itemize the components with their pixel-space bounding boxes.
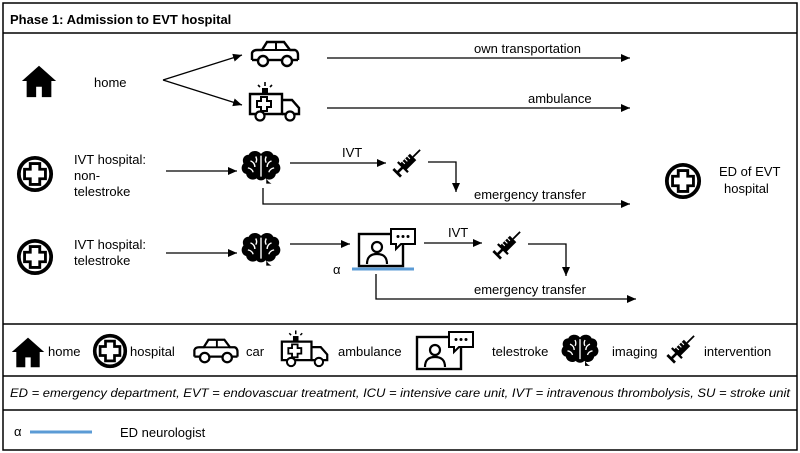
legend-hospital-label: hospital: [130, 344, 175, 359]
node-ivt-tele-line2: telestroke: [74, 253, 130, 268]
edge-ivt-1-label: IVT: [342, 145, 362, 160]
footer-alpha-symbol: α: [14, 424, 22, 439]
arrow-home-to-car: [162, 53, 243, 81]
node-ed-evt-line1: ED of EVT: [719, 164, 780, 179]
syringe-icon: [664, 330, 700, 366]
legend-home-label: home: [48, 344, 81, 359]
brain-icon: [240, 150, 282, 185]
alpha-symbol: α: [333, 262, 341, 277]
abbreviations-text: ED = emergency department, EVT = endovas…: [10, 386, 791, 400]
node-ivt-non-tele-line1: IVT hospital:: [74, 152, 146, 167]
arrow-emergency-transfer-1: [262, 188, 630, 208]
ambulance-icon: [280, 330, 329, 368]
hospital-cross-icon: [664, 162, 702, 200]
edge-emergency-transfer-1-label: emergency transfer: [474, 187, 587, 202]
syringe-icon: [390, 144, 426, 180]
syringe-icon: [490, 226, 526, 262]
house-icon: [21, 65, 57, 98]
ambulance-icon: [248, 82, 301, 122]
telestroke-monitor-icon: [357, 228, 417, 268]
node-ivt-non-tele-line3: telestroke: [74, 184, 130, 199]
arrow-home-to-ambulance: [162, 79, 243, 107]
arrow-emergency-transfer-2: [375, 274, 636, 303]
phase-title: Phase 1: Admission to EVT hospital: [10, 12, 231, 27]
hospital-cross-icon: [92, 333, 128, 369]
edge-ivt-2-label: IVT: [448, 225, 468, 240]
house-icon: [11, 337, 45, 368]
hospital-cross-icon: [16, 155, 54, 193]
brain-icon: [240, 232, 282, 267]
node-ivt-tele-line1: IVT hospital:: [74, 237, 146, 252]
telestroke-monitor-icon: [415, 331, 475, 371]
footer-ed-neurologist-label: ED neurologist: [120, 425, 206, 440]
edge-ambulance-label: ambulance: [528, 91, 592, 106]
legend-car-label: car: [246, 344, 265, 359]
node-ivt-non-tele-line2: non-: [74, 168, 100, 183]
brain-icon: [560, 334, 600, 367]
arrow-ivt-2-down: [528, 243, 570, 276]
arrow-ivt-1-down: [428, 161, 460, 192]
node-home-label: home: [94, 75, 127, 90]
car-icon: [193, 338, 239, 364]
legend-ambulance-label: ambulance: [338, 344, 402, 359]
node-ed-evt-line2: hospital: [724, 181, 769, 196]
legend-intervention-label: intervention: [704, 344, 771, 359]
edge-own-transportation-label: own transportation: [474, 41, 581, 56]
legend-telestroke-label: telestroke: [492, 344, 548, 359]
hospital-cross-icon: [16, 238, 54, 276]
edge-emergency-transfer-2-label: emergency transfer: [474, 282, 587, 297]
icon-legend: home hospital car ambulance telestroke i…: [11, 330, 771, 371]
car-icon: [250, 40, 300, 68]
legend-imaging-label: imaging: [612, 344, 658, 359]
